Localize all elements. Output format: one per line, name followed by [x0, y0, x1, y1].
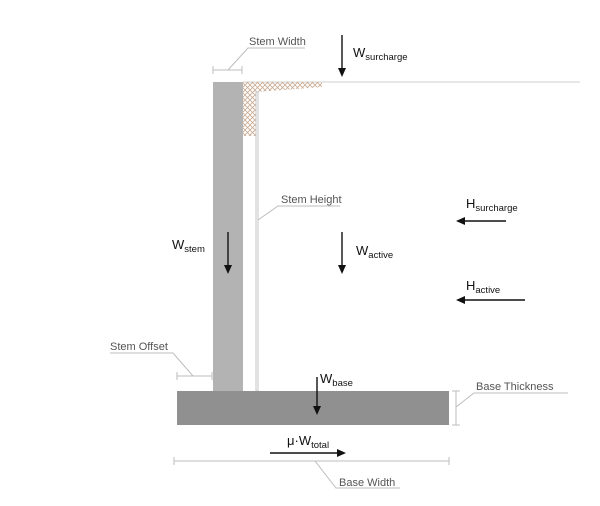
h-active-sub: active: [475, 285, 500, 296]
w-active-main: W: [356, 243, 369, 258]
h-surcharge-sub: surcharge: [475, 203, 517, 214]
h-surcharge-arrow: [456, 217, 506, 225]
w-base-sub: base: [332, 378, 353, 389]
w-surcharge-sub: surcharge: [365, 52, 407, 63]
h-active-main: H: [466, 278, 475, 293]
base-thickness-dimension: [452, 390, 568, 426]
stem-height-leader: [257, 205, 340, 221]
w-surcharge-label: Wsurcharge: [353, 45, 408, 63]
w-stem-sub: stem: [184, 244, 205, 255]
mu-w-total-arrow: [270, 449, 346, 457]
stem-offset-dimension: [110, 352, 213, 380]
h-surcharge-label: Hsurcharge: [466, 196, 518, 214]
stem-height-label: Stem Height: [281, 194, 342, 206]
w-base-label: Wbase: [320, 371, 353, 389]
stem-width-label: Stem Width: [249, 36, 306, 48]
wall-base: [177, 391, 449, 425]
h-active-arrow: [456, 296, 525, 304]
soil-hatch: [243, 82, 322, 136]
mu-w-total-label: μ·Wtotal: [287, 433, 329, 451]
base-width-label: Base Width: [339, 477, 395, 489]
w-surcharge-arrow: [338, 35, 346, 77]
mu-w-total-sub: total: [311, 440, 329, 451]
stem-height-indicator: [255, 91, 259, 392]
base-width-dimension: [173, 457, 450, 489]
w-stem-arrow: [224, 232, 232, 274]
mu-w-total-main: μ·W: [287, 433, 312, 448]
w-base-arrow: [313, 377, 321, 415]
h-active-label: Hactive: [466, 278, 500, 296]
w-stem-label: Wstem: [172, 237, 205, 255]
w-active-sub: active: [368, 250, 393, 261]
h-surcharge-main: H: [466, 196, 475, 211]
base-thickness-label: Base Thickness: [476, 381, 554, 393]
w-surcharge-main: W: [353, 45, 366, 60]
stem-width-dimension: [212, 47, 305, 74]
w-active-label: Wactive: [356, 243, 393, 261]
w-active-arrow: [338, 232, 346, 274]
w-stem-main: W: [172, 237, 185, 252]
w-base-main: W: [320, 371, 333, 386]
stem-offset-label: Stem Offset: [110, 341, 168, 353]
